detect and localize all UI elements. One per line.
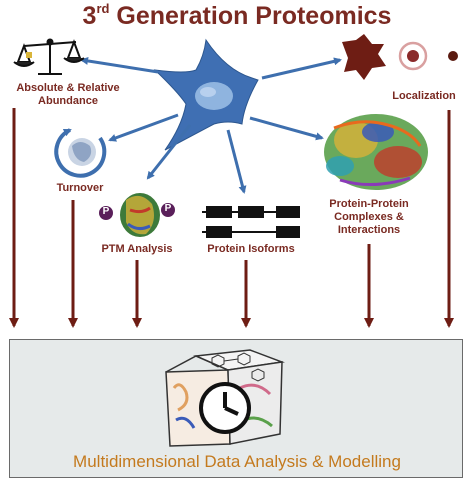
scale-icon	[13, 38, 85, 75]
turnover-cycle-icon	[54, 128, 107, 178]
ptm-protein-icon	[99, 193, 175, 237]
weight-icon	[26, 52, 32, 58]
label-ptm-line-1: PTM Analysis	[101, 243, 173, 255]
label-localization: Localization	[384, 90, 464, 103]
label-isoforms: Protein Isoforms	[196, 243, 306, 256]
dot-icon	[448, 51, 458, 61]
label-complexes-line-2: Complexes &	[334, 211, 404, 223]
phospho-badge-right	[161, 203, 175, 217]
arrow-to-abundance	[80, 56, 159, 74]
label-localization-line-1: Localization	[392, 90, 456, 102]
protein-complex-icon	[324, 114, 428, 190]
arrow-to-complexes	[249, 116, 324, 141]
label-isoforms-line-1: Protein Isoforms	[207, 243, 295, 255]
cell-icon	[153, 38, 259, 151]
title-prefix: 3	[82, 2, 97, 30]
label-ptm: PTM Analysis	[92, 243, 182, 256]
red-arrows	[9, 108, 454, 328]
cell-outline-icon	[398, 41, 428, 71]
arrow-to-localization	[261, 57, 342, 80]
label-turnover: Turnover	[40, 182, 120, 195]
blue-arrows	[80, 56, 342, 194]
phospho-label-right: P	[164, 203, 172, 214]
arrow-to-turnover	[108, 113, 179, 142]
phospho-label-left: P	[102, 206, 110, 217]
arrow-to-ptm	[146, 124, 192, 180]
title-superscript: rd	[96, 0, 110, 16]
label-complexes-line-1: Protein-Protein	[329, 198, 409, 210]
phospho-badge-left	[99, 206, 113, 220]
label-abundance: Absolute & Relative Abundance	[2, 82, 134, 108]
label-turnover-line-1: Turnover	[56, 182, 104, 194]
clock-icon	[199, 382, 251, 434]
diagram-title: 3rd Generation Proteomics	[0, 0, 474, 31]
label-abundance-line-1: Absolute & Relative	[16, 82, 120, 94]
extracellular-shape-icon	[342, 34, 386, 80]
arrow-to-isoforms	[226, 129, 247, 194]
label-abundance-line-2: Abundance	[38, 95, 98, 107]
title-rest: Generation Proteomics	[116, 2, 392, 30]
isoform-exons-icon	[202, 206, 300, 238]
bottom-label: Multidimensional Data Analysis & Modelli…	[73, 452, 401, 471]
label-complexes-line-3: Interactions	[337, 224, 401, 236]
label-complexes: Protein-Protein Complexes & Interactions	[314, 198, 424, 237]
